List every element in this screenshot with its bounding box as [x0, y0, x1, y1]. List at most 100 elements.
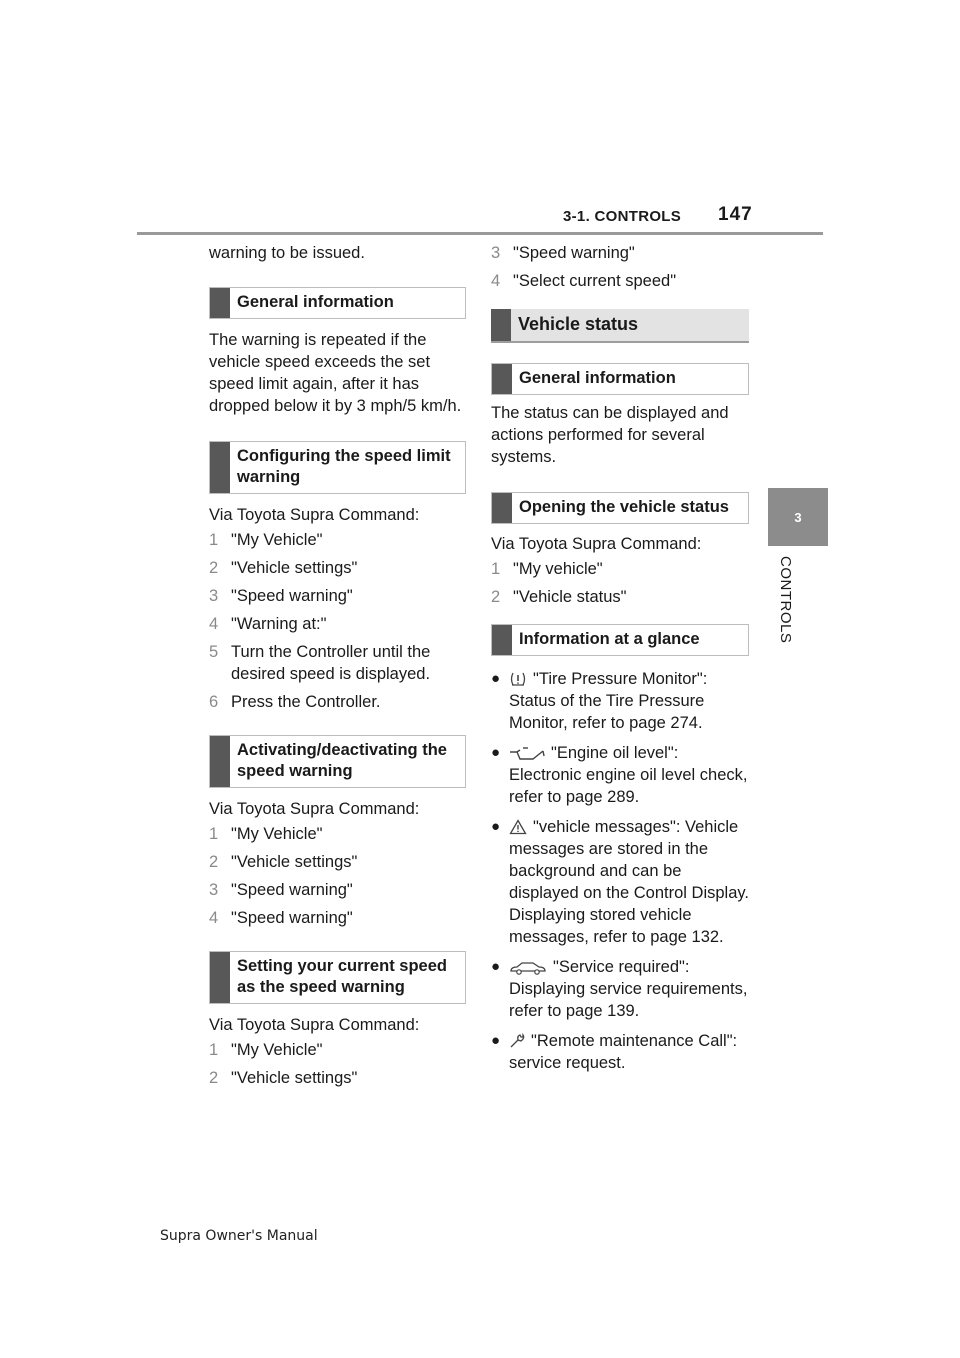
paragraph-repeat-warning: The warning is repeated if the vehicle s… [209, 331, 462, 415]
bullet-text: "Engine oil level": Electronic engine oi… [509, 744, 748, 806]
step-number: 6 [209, 693, 219, 711]
step-number: 1 [209, 1041, 219, 1059]
intro-text: warning to be issued. [209, 244, 365, 262]
step-number: 1 [209, 825, 219, 843]
section-heading-vehicle-status: Vehicle status [491, 309, 749, 343]
bullet-content: "vehicle messages": Vehicle messages are… [509, 816, 751, 948]
step-text: Turn the Controller until the desired sp… [231, 643, 431, 683]
heading-marker [210, 952, 230, 1003]
wrench-icon [510, 1033, 525, 1048]
step-list-continued: 3 "Speed warning" 4 "Select current speed" [491, 242, 751, 292]
step-number: 3 [209, 881, 219, 899]
via-command-text: Via Toyota Supra Command: [491, 535, 702, 553]
left-column: warning to be issued. General informatio… [209, 241, 469, 1095]
heading-marker [210, 442, 230, 493]
step-number: 4 [209, 909, 219, 927]
step-item: 2 "Vehicle status" [491, 586, 751, 608]
bullet-dot: ● [491, 744, 501, 761]
step-number: 2 [209, 559, 219, 577]
bullet-content: "Tire Pressure Monitor": Status of the T… [509, 668, 751, 734]
chapter-label: CONTROLS [777, 556, 794, 644]
step-number: 3 [209, 587, 219, 605]
heading-marker [210, 288, 230, 318]
step-list-configure: 1"My Vehicle" 2 "Vehicle settings" 3 "Spee… [209, 529, 469, 713]
heading-text: Opening the vehicle status [519, 498, 729, 516]
step-number: 3 [491, 244, 501, 262]
step-text: "My Vehicle" [231, 1041, 323, 1059]
heading-marker [491, 309, 511, 341]
bullet-dot: ● [491, 818, 501, 835]
via-command-text: Via Toyota Supra Command: [209, 800, 420, 818]
step-text: "My Vehicle" [231, 531, 323, 549]
right-column: 3 "Speed warning" 4 "Select current speed"… [491, 241, 751, 1082]
bullet-content: "Engine oil level": Electronic engine oi… [509, 742, 751, 808]
step-text: "My Vehicle" [231, 825, 323, 843]
heading-general-information: General information [209, 287, 466, 319]
step-text: "Warning at:" [231, 615, 327, 633]
step-item: 1"My Vehicle" [209, 529, 469, 551]
bullet-item: ● "Tire Pressure Monitor": Status of the… [491, 668, 751, 734]
via-command-text: Via Toyota Supra Command: [209, 506, 420, 524]
heading-text: General information [237, 293, 394, 311]
heading-text: Setting your current speed as the speed … [237, 957, 447, 996]
header-divider [137, 232, 823, 235]
heading-marker [492, 493, 512, 523]
footer-manual-title: Supra Owner's Manual [160, 1228, 318, 1244]
car-service-icon [510, 962, 546, 975]
heading-text: General information [519, 369, 676, 387]
warning-triangle-icon [509, 819, 527, 835]
step-list-activate: 1 "My Vehicle" 2 "Vehicle settings" 3 "Spee… [209, 823, 469, 929]
heading-text: Activating/deactivating the speed warnin… [237, 741, 447, 780]
via-command-text: Via Toyota Supra Command: [209, 1016, 420, 1034]
step-text: "Select current speed" [513, 272, 677, 290]
paragraph-status: The status can be displayed and actions … [491, 404, 729, 466]
step-text: "Speed warning" [231, 587, 353, 605]
bullet-item: ● "Engine oil level": Electronic engine … [491, 742, 751, 808]
step-item: 4"Warning at:" [209, 613, 469, 635]
heading-activate-speed-warning: Activating/deactivating the speed warnin… [209, 735, 466, 788]
step-number: 2 [209, 853, 219, 871]
tire-pressure-icon [510, 672, 526, 686]
step-text: "Vehicle settings" [231, 559, 358, 577]
step-text: "Vehicle status" [513, 588, 627, 606]
step-number: 2 [491, 588, 501, 606]
step-item: 3 "Speed warning" [491, 242, 751, 264]
bullet-text: "Tire Pressure Monitor": Status of the T… [509, 670, 708, 732]
heading-marker [210, 736, 230, 787]
step-item: 2"Vehicle settings" [209, 1067, 469, 1089]
heading-marker [492, 364, 512, 394]
bullet-item: ● "Service required": Displaying service… [491, 956, 751, 1022]
step-number: 4 [491, 272, 501, 290]
heading-marker [492, 625, 512, 655]
heading-information-at-a-glance: Information at a glance [491, 624, 749, 656]
step-text: "Speed warning" [231, 881, 353, 899]
bullet-dot: ● [491, 958, 501, 975]
step-item: 2 "Vehicle settings" [209, 557, 469, 579]
heading-configure-speed-limit: Configuring the speed limit warning [209, 441, 466, 494]
step-number: 5 [209, 643, 219, 661]
bullet-dot: ● [491, 1032, 501, 1049]
step-item: 1 "My Vehicle" [209, 823, 469, 845]
oil-can-icon [510, 747, 545, 760]
heading-general-information: General information [491, 363, 749, 395]
step-item: 3 "Speed warning" [209, 879, 469, 901]
bullet-content: "Remote maintenance Call": service reque… [509, 1030, 751, 1074]
bullet-text: "vehicle messages": Vehicle messages are… [509, 818, 749, 946]
heading-current-speed-warning: Setting your current speed as the speed … [209, 951, 466, 1004]
step-item: 5 Turn the Controller until the desired s… [209, 641, 469, 685]
step-text: "Speed warning" [513, 244, 635, 262]
step-list-opening: 1"My vehicle" 2"Vehicle status" [491, 558, 751, 608]
heading-text: Information at a glance [519, 630, 700, 648]
step-item: 1 "My Vehicle" [209, 1039, 469, 1061]
step-number: 2 [209, 1069, 219, 1087]
bullet-item: ● "Remote maintenance Call": service req… [491, 1030, 751, 1074]
bullet-text: "Service required": Displaying service r… [509, 958, 748, 1020]
step-list-current-speed: 1 "My Vehicle" 2"Vehicle settings" [209, 1039, 469, 1089]
bullet-dot: ● [491, 670, 501, 687]
section-title: 3-1. CONTROLS [563, 208, 682, 225]
step-text: "Vehicle settings" [231, 853, 358, 871]
step-item: 2 "Vehicle settings" [209, 851, 469, 873]
heading-text: Vehicle status [518, 314, 639, 334]
step-item: 4"Speed warning" [209, 907, 469, 929]
